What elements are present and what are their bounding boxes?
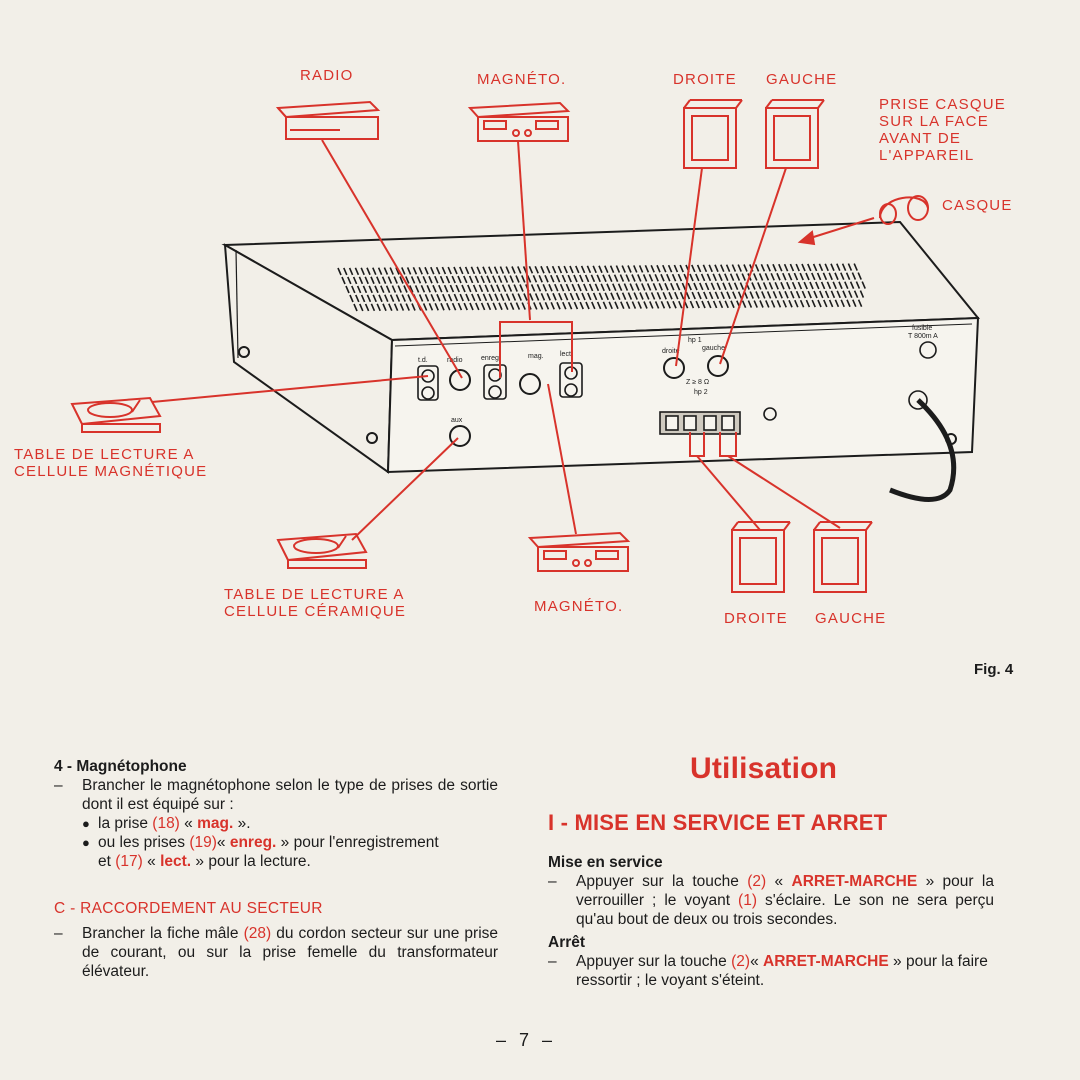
left-column: 4 - Magnétophone – Brancher le magnétoph… <box>54 757 498 981</box>
tape-deck-bottom-icon <box>527 531 631 572</box>
label-table-magnetique: TABLE DE LECTURE A CELLULE MAGNÉTIQUE <box>14 446 208 480</box>
panel-label-enreg: enreg. <box>481 355 501 362</box>
amplifier-illustration <box>221 220 981 474</box>
label-casque: CASQUE <box>942 197 1013 214</box>
figure-caption: Fig. 4 <box>974 661 1014 678</box>
panel-text: t.d. radio enreg. mag. lect. aux hp 1 dr… <box>418 325 938 424</box>
headphones-icon <box>879 195 929 225</box>
subheading-arret: Arrêt <box>548 934 586 951</box>
cable-magneto-top <box>499 321 573 378</box>
panel-label-impedance: Z ≥ 8 Ω <box>686 379 709 386</box>
panel-label-fuse-rating: T 800m A <box>908 333 938 340</box>
panel-label-mag: mag. <box>528 353 544 360</box>
heading-raccordement-secteur: C - RACCORDEMENT AU SECTEUR <box>54 900 323 917</box>
label-radio: RADIO <box>300 67 354 84</box>
label-gauche-top: GAUCHE <box>766 71 838 88</box>
panel-label-hp2: hp 2 <box>694 389 708 396</box>
paragraph-arret: – Appuyer sur la touche (2)« ARRET-MARCH… <box>548 953 988 989</box>
page-number: – 7 – <box>496 1030 557 1050</box>
panel-label-droite: droite <box>662 348 680 355</box>
panel-label-gauche: gauche <box>702 345 725 352</box>
connection-diagram: t.d. radio enreg. mag. lect. aux hp 1 dr… <box>70 99 981 593</box>
cable-turntable-ceramic <box>351 437 459 541</box>
vent-slots <box>337 263 866 312</box>
paragraph-magnetophone: – Brancher le magnétophone selon le type… <box>54 777 498 813</box>
speaker-droite-bottom-icon <box>731 521 791 593</box>
turntable-magnetic-icon <box>70 396 162 433</box>
subheading-mise-en-service: Mise en service <box>548 854 663 871</box>
paragraph-secteur: – Brancher la fiche mâle (28) du cordon … <box>54 925 499 980</box>
heading-mise-en-service-arret: I - MISE EN SERVICE ET ARRET <box>548 810 888 835</box>
label-droite-bottom: DROITE <box>724 610 788 627</box>
heading-magnetophone: 4 - Magnétophone <box>54 758 187 775</box>
label-table-ceramique: TABLE DE LECTURE A CELLULE CÉRAMIQUE <box>224 586 407 620</box>
connection-cables <box>151 139 875 541</box>
panel-label-radio: radio <box>447 357 463 364</box>
cable-droite-top <box>675 167 703 367</box>
paragraph-mise-en-service: – Appuyer sur la touche (2) « ARRET-MARC… <box>548 873 995 928</box>
panel-label-aux: aux <box>451 417 463 424</box>
speaker-droite-top-icon <box>683 99 743 169</box>
bullet-prises-lect: et (17) « lect. » pour la lecture. <box>98 853 311 870</box>
radio-tuner-icon <box>275 100 381 140</box>
arrow-casque <box>803 217 875 241</box>
page-title: Utilisation <box>690 752 838 785</box>
turntable-ceramic-icon <box>276 532 368 569</box>
cable-turntable-magnetic <box>151 375 429 403</box>
speaker-gauche-top-icon <box>765 99 825 169</box>
panel-label-td: t.d. <box>418 357 428 364</box>
panel-label-hp1: hp 1 <box>688 337 702 344</box>
bullet-prise-mag: ● la prise (18) « mag. ». <box>82 815 251 832</box>
label-prise-casque: PRISE CASQUE SUR LA FACE AVANT DE L'APPA… <box>879 96 1006 164</box>
panel-label-lect: lect. <box>560 351 573 358</box>
tape-deck-top-icon <box>467 101 571 142</box>
right-column: Mise en service – Appuyer sur la touche … <box>548 853 994 990</box>
label-gauche-bottom: GAUCHE <box>815 610 887 627</box>
speaker-gauche-bottom-icon <box>813 521 873 593</box>
cable-gauche-top <box>719 167 787 365</box>
cable-radio <box>321 139 463 379</box>
bullet-prises-enreg: ● ou les prises (19)« enreg. » pour l'en… <box>82 834 439 851</box>
label-magneto-top: MAGNÉTO. <box>477 71 567 88</box>
label-droite-top: DROITE <box>673 71 737 88</box>
rear-panel-connectors <box>417 341 957 502</box>
panel-label-fusible: fusible <box>912 325 932 332</box>
cable-magneto-bottom <box>547 383 577 535</box>
label-magneto-bottom: MAGNÉTO. <box>534 598 624 615</box>
